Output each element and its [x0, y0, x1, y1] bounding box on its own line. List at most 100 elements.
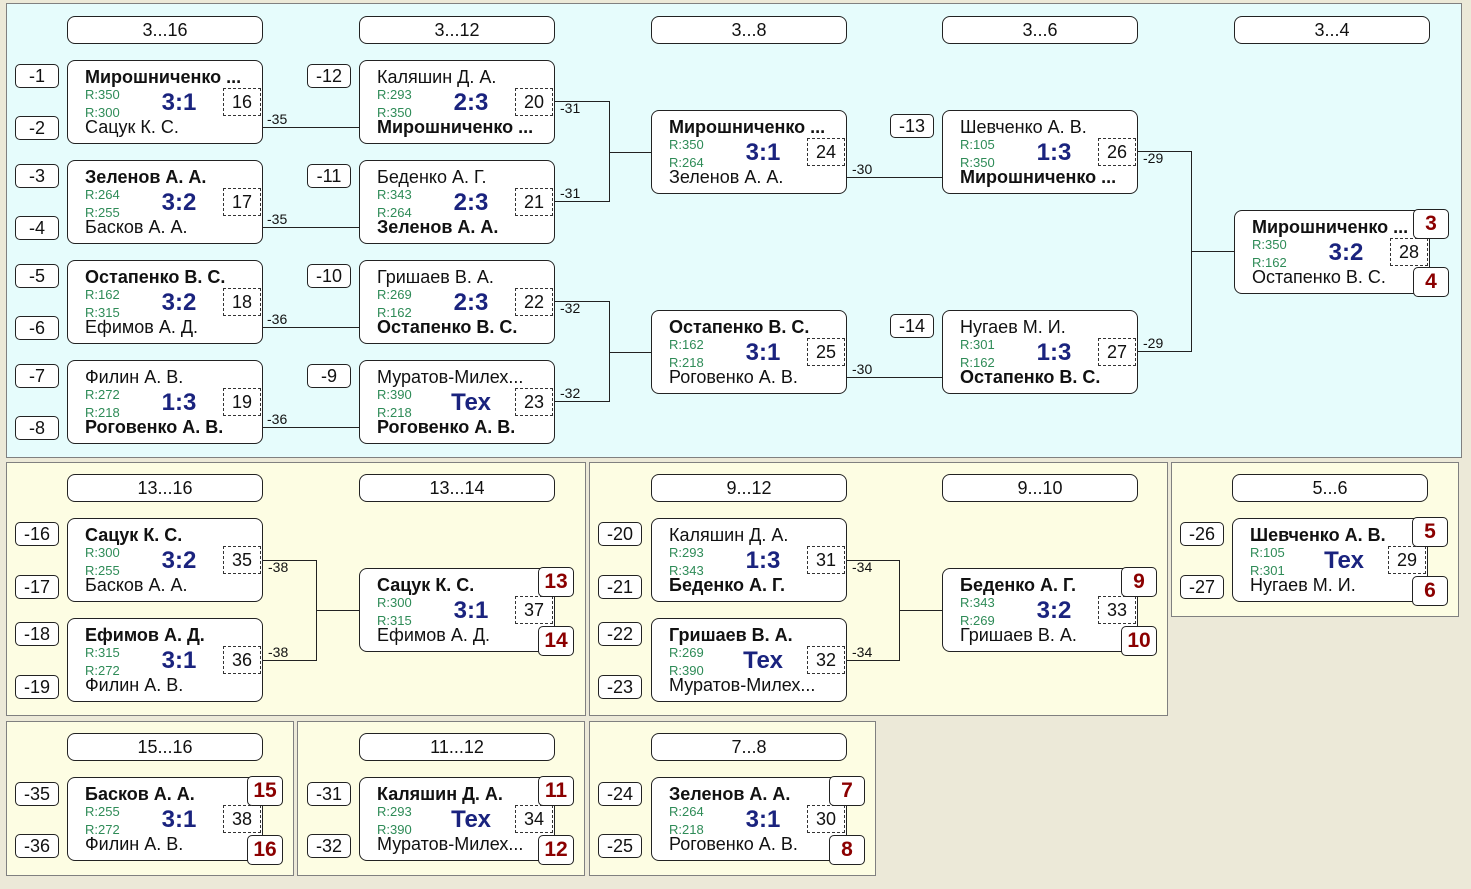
match-card[interactable]: Сацук К. С. R:300 3:1 37 R:315 Ефимов А.…: [359, 568, 555, 652]
player-name: Мирошниченко ...: [377, 117, 534, 137]
match-card[interactable]: Ефимов А. Д. R:315 3:1 36 R:272 Филин А.…: [67, 618, 263, 702]
player-name: Каляшин Д. А.: [669, 525, 789, 545]
player-rating: R:272: [85, 387, 120, 402]
player-rating: R:390: [377, 387, 412, 402]
match-score: 3:1: [161, 647, 197, 674]
round-header: 9...10: [942, 474, 1138, 502]
match-card[interactable]: Басков А. А. R:255 3:1 38 R:272 Филин А.…: [67, 777, 263, 861]
match-card[interactable]: Зеленов А. А. R:264 3:2 17 R:255 Басков …: [67, 160, 263, 244]
player-rating: R:264: [669, 804, 704, 819]
loser-label: -29: [1143, 150, 1164, 166]
player-name: Муратов-Милех...: [669, 675, 816, 695]
match-number: 16: [223, 88, 261, 116]
match-score: 3:2: [161, 189, 197, 216]
round-header: 13...16: [67, 474, 263, 502]
match-card[interactable]: Нугаев М. И. R:301 1:3 27 R:162 Остапенк…: [942, 310, 1138, 394]
match-number: 19: [223, 388, 261, 416]
match-number: 28: [1390, 238, 1428, 266]
player-name: Остапенко В. С.: [377, 317, 518, 337]
match-card[interactable]: Мирошниченко ... R:350 3:1 24 R:264 Зеле…: [651, 110, 847, 194]
connector-line: [554, 101, 610, 102]
match-number: 37: [515, 596, 553, 624]
player-name: Нугаев М. И.: [960, 317, 1066, 337]
player-rating: R:264: [85, 187, 120, 202]
player-rating: R:105: [1250, 545, 1285, 560]
player-rating: R:300: [377, 595, 412, 610]
match-card[interactable]: Каляшин Д. А. R:293 1:3 31 R:343 Беденко…: [651, 518, 847, 602]
player-name: Роговенко А. В.: [85, 417, 224, 437]
player-name: Беденко А. Г.: [377, 167, 487, 187]
round-header: 7...8: [651, 733, 847, 761]
match-number: 31: [807, 546, 845, 574]
connector-line: [262, 427, 359, 428]
match-card[interactable]: Сацук К. С. R:300 3:2 35 R:255 Басков А.…: [67, 518, 263, 602]
seed-box: -19: [15, 675, 59, 699]
match-card[interactable]: Остапенко В. С. R:162 3:1 25 R:218 Рогов…: [651, 310, 847, 394]
player-name: Муратов-Милех...: [377, 367, 524, 387]
match-score: 3:2: [1328, 239, 1364, 266]
seed-box: -24: [598, 782, 642, 806]
seed-box: -13: [890, 114, 934, 138]
match-card[interactable]: Шевченко А. В. R:105 Тех 29 R:301 Нугаев…: [1232, 518, 1428, 602]
player-rating: R:300: [85, 105, 120, 120]
match-score: 3:1: [453, 597, 489, 624]
player-name: Зеленов А. А.: [85, 167, 207, 187]
player-rating: R:218: [377, 405, 412, 420]
player-rating: R:350: [669, 137, 704, 152]
loser-label: -36: [267, 411, 288, 427]
round-header: 3...8: [651, 16, 847, 44]
player-rating: R:269: [669, 645, 704, 660]
match-score: 2:3: [453, 189, 489, 216]
player-name: Гришаев В. А.: [669, 625, 793, 645]
match-number: 29: [1388, 546, 1426, 574]
match-score: Тех: [743, 647, 783, 674]
player-name: Мирошниченко ...: [85, 67, 242, 87]
player-rating: R:293: [377, 87, 412, 102]
seed-box: -11: [307, 164, 351, 188]
player-rating: R:162: [669, 337, 704, 352]
player-name: Сацук К. С.: [85, 117, 179, 137]
match-card[interactable]: Муратов-Милех... R:390 Тех 23 R:218 Рого…: [359, 360, 555, 444]
connector-line: [1137, 151, 1192, 152]
match-card[interactable]: Беденко А. Г. R:343 2:3 21 R:264 Зеленов…: [359, 160, 555, 244]
match-score: 3:2: [161, 547, 197, 574]
seed-box: -35: [15, 782, 59, 806]
player-rating: R:255: [85, 563, 120, 578]
match-card[interactable]: Остапенко В. С. R:162 3:2 18 R:315 Ефимо…: [67, 260, 263, 344]
match-card[interactable]: Гришаев В. А. R:269 2:3 22 R:162 Остапен…: [359, 260, 555, 344]
match-card[interactable]: Гришаев В. А. R:269 Тех 32 R:390 Муратов…: [651, 618, 847, 702]
match-score: 3:1: [161, 89, 197, 116]
place-badge: 13: [538, 567, 574, 597]
match-score: 1:3: [1036, 139, 1072, 166]
connector-line: [609, 152, 651, 153]
match-number: 38: [223, 805, 261, 833]
match-card[interactable]: Филин А. В. R:272 1:3 19 R:218 Роговенко…: [67, 360, 263, 444]
round-header: 3...16: [67, 16, 263, 44]
seed-box: -12: [307, 64, 351, 88]
player-rating: R:350: [377, 105, 412, 120]
round-header: 9...12: [651, 474, 847, 502]
match-card[interactable]: Мирошниченко ... R:350 3:1 16 R:300 Сацу…: [67, 60, 263, 144]
match-card[interactable]: Беденко А. Г. R:343 3:2 33 R:269 Гришаев…: [942, 568, 1138, 652]
seed-box: -5: [15, 264, 59, 288]
match-number: 21: [515, 188, 553, 216]
match-score: 2:3: [453, 89, 489, 116]
player-rating: R:390: [377, 822, 412, 837]
match-number: 25: [807, 338, 845, 366]
round-header: 3...6: [942, 16, 1138, 44]
seed-box: -8: [15, 416, 59, 440]
player-rating: R:301: [960, 337, 995, 352]
player-name: Филин А. В.: [85, 367, 184, 387]
match-card[interactable]: Зеленов А. А. R:264 3:1 30 R:218 Роговен…: [651, 777, 847, 861]
match-card[interactable]: Шевченко А. В. R:105 1:3 26 R:350 Мирошн…: [942, 110, 1138, 194]
loser-label: -35: [267, 111, 288, 127]
match-card[interactable]: Каляшин Д. А. R:293 Тех 34 R:390 Муратов…: [359, 777, 555, 861]
place-badge: 14: [538, 626, 574, 656]
place-badge: 10: [1121, 626, 1157, 656]
player-name: Беденко А. Г.: [669, 575, 785, 595]
connector-line: [554, 401, 610, 402]
player-name: Зеленов А. А.: [669, 167, 784, 187]
match-card[interactable]: Каляшин Д. А. R:293 2:3 20 R:350 Мирошни…: [359, 60, 555, 144]
player-name: Мирошниченко ...: [669, 117, 826, 137]
match-card[interactable]: Мирошниченко ... R:350 3:2 28 R:162 Оста…: [1234, 210, 1430, 294]
